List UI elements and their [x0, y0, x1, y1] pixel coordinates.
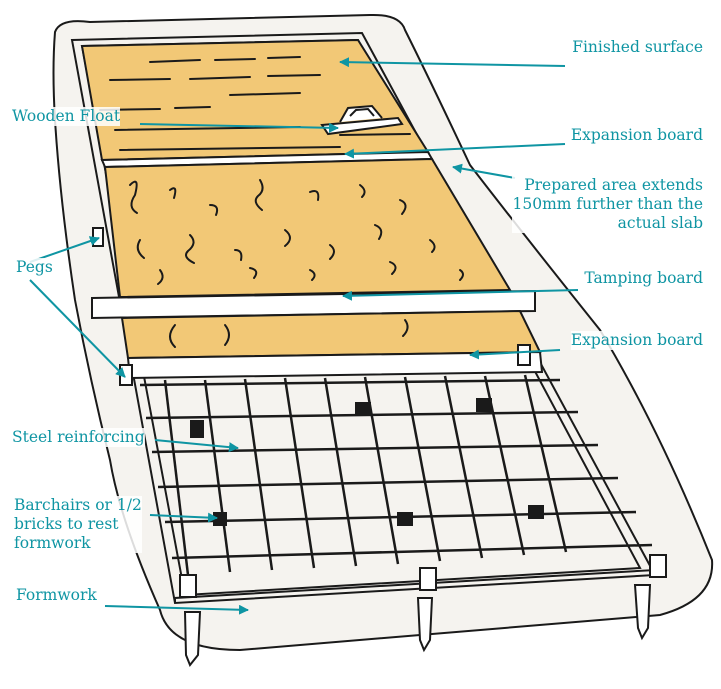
label-steel-reinforcing: Steel reinforcing	[12, 428, 145, 447]
label-pegs: Pegs	[16, 258, 53, 277]
arrow-expansion-board-bottom	[469, 349, 561, 360]
label-wooden-float: Wooden Float	[12, 107, 121, 126]
callout-arrows	[29, 57, 579, 615]
arrow-wooden-float	[139, 122, 339, 133]
arrow-formwork	[104, 604, 249, 615]
arrow-prepared-area	[452, 163, 516, 179]
arrow-barchairs	[149, 512, 218, 523]
lower-concrete-strip	[120, 309, 542, 360]
label-formwork: Formwork	[16, 586, 97, 605]
arrow-expansion-board-top	[344, 143, 566, 159]
label-barchairs: Barchairs or 1/2 bricks to rest formwork	[14, 496, 142, 553]
label-finished-surface: Finished surface	[572, 38, 703, 57]
arrow-pegs-lower	[29, 279, 126, 378]
label-tamping-board: Tamping board	[584, 269, 703, 288]
label-expansion-board-bottom: Expansion board	[570, 331, 703, 350]
steel-reinforcing-mesh	[139, 374, 653, 576]
arrow-tamping-board	[342, 289, 579, 301]
arrow-steel-reinforcing	[154, 439, 239, 453]
tamping-board	[91, 289, 536, 320]
tamped-concrete-section	[103, 157, 512, 299]
label-expansion-board-top: Expansion board	[570, 126, 703, 145]
wooden-float	[320, 104, 404, 136]
arrow-finished-surface	[339, 57, 566, 68]
label-prepared-area: Prepared area extends 150mm further than…	[512, 176, 703, 233]
tamped-texture	[129, 179, 464, 348]
